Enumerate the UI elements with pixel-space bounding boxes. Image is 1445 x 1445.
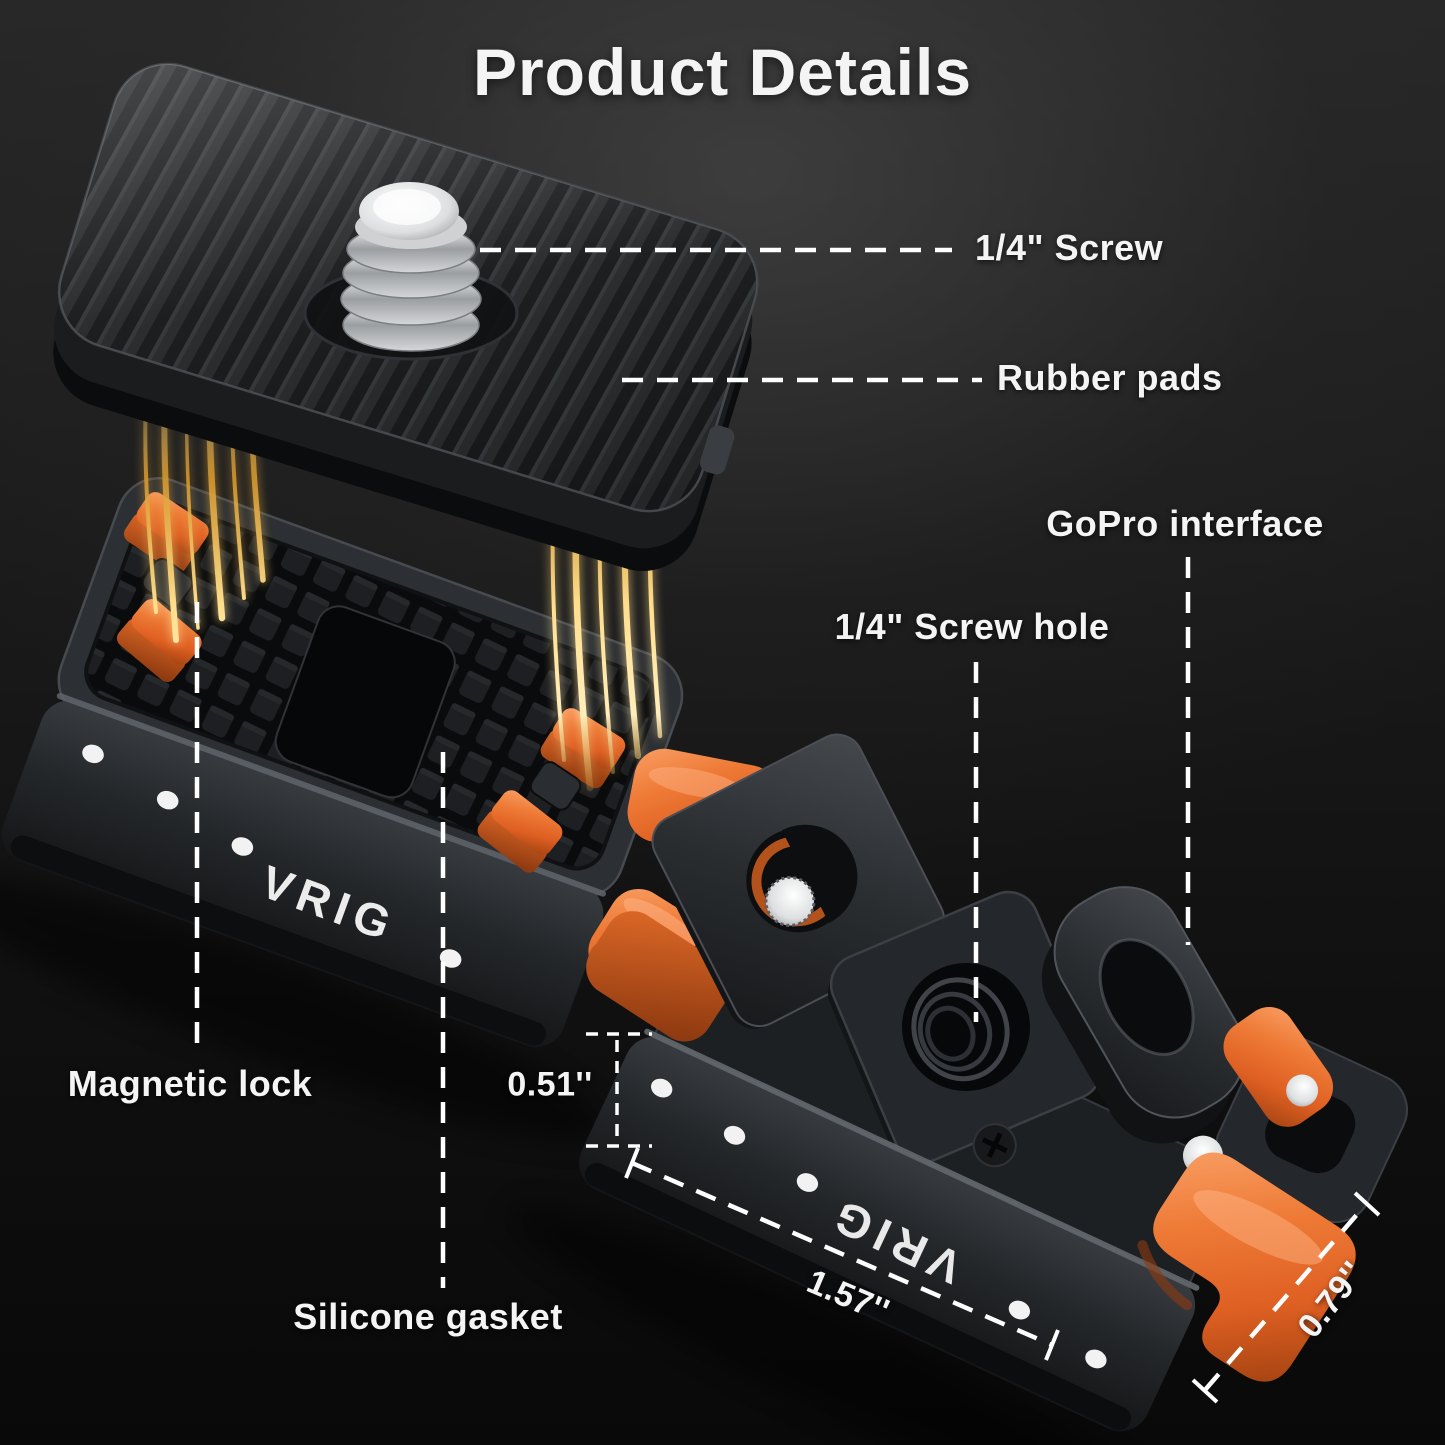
plate-side-tab (700, 425, 735, 475)
phillips-screw (972, 1123, 1017, 1168)
dim-tick (1044, 1329, 1060, 1361)
dim-tick (1353, 1191, 1381, 1217)
base-shadow (0, 873, 604, 1139)
thread-ring (917, 991, 993, 1072)
right-shadow (510, 1206, 1183, 1445)
right-face-highlight (644, 1028, 1200, 1291)
orange-clip (116, 599, 202, 682)
dim-tick (624, 1147, 640, 1179)
clip-knob (529, 761, 582, 811)
dimension-height: 0.51'' (507, 1065, 593, 1104)
fin-b-oval-hole (1100, 939, 1194, 1055)
magnet-dots-left (82, 744, 462, 968)
callout-screw-hole: 1/4" Screw hole (834, 606, 1110, 647)
orange-clip (477, 790, 563, 873)
gopro-fin-b (1041, 886, 1246, 1144)
dim-height-bracket (586, 1032, 652, 1148)
thread-ring (911, 977, 1010, 1082)
page-title: Product Details (472, 35, 973, 109)
lever-body (1153, 1152, 1356, 1382)
face-bottom-shade (10, 835, 546, 1046)
callout-magnetic-lock: Magnetic lock (67, 1063, 313, 1104)
orange-clip-side (586, 911, 732, 1042)
dim-length-line (624, 1147, 1060, 1361)
quarter-inch-screw (303, 182, 519, 361)
orange-lever-tip (1223, 1006, 1334, 1127)
thread-ring (925, 1005, 976, 1062)
face-top-highlight (56, 692, 606, 897)
callout-gopro-interface: GoPro interface (1046, 503, 1324, 544)
orange-release-lever-right-unit (1137, 1135, 1356, 1382)
screw-hole-block (827, 890, 1103, 1164)
callout-screw: 1/4" Screw (975, 227, 1164, 268)
dim-width-line (1191, 1191, 1381, 1404)
screw-cap-highlight (373, 189, 441, 225)
callout-silicone-gasket: Silicone gasket (293, 1296, 563, 1337)
right-face-shade (584, 1162, 1131, 1431)
dim-tick (1191, 1378, 1219, 1404)
fin-a-knurled-screw (765, 877, 814, 926)
right-base-unit: VRIG (510, 733, 1408, 1445)
orange-clip (540, 708, 626, 789)
gasket-center-hole (274, 605, 456, 799)
magnet-dots-right (651, 1078, 1107, 1369)
leader-lines (194, 247, 1381, 1404)
callout-rubber-pads: Rubber pads (997, 357, 1223, 398)
